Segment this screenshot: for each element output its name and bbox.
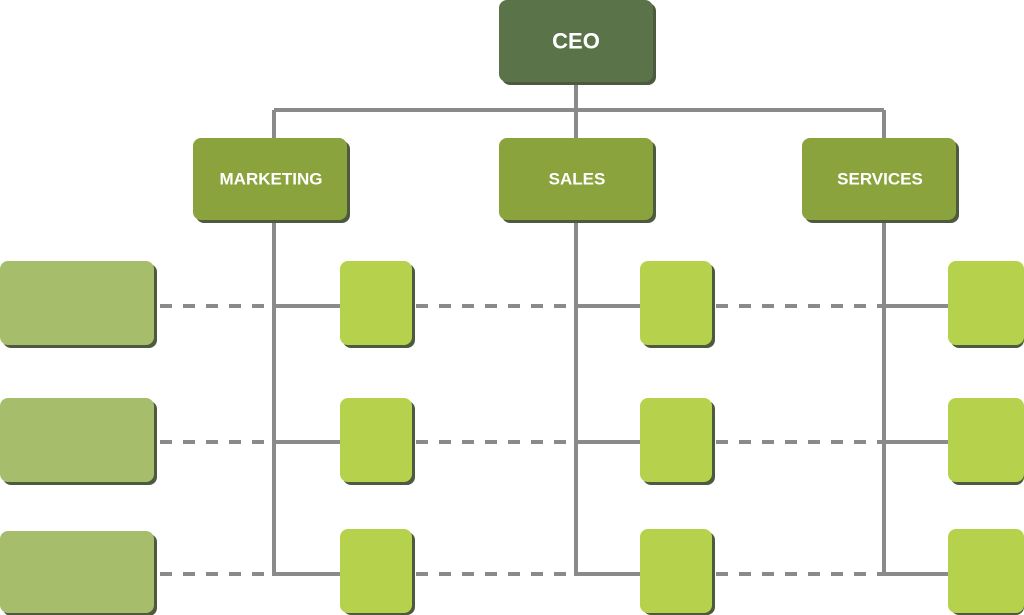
department-node-box — [499, 138, 653, 220]
team-box-services-3 — [948, 529, 1024, 613]
department-node-sales: SALES — [499, 138, 656, 223]
team-box-sales-1 — [640, 261, 712, 345]
team-box-services-2 — [948, 398, 1024, 482]
ceo-node-box — [499, 0, 653, 82]
team-box-marketing-3 — [340, 529, 412, 613]
ceo-label: CEO — [552, 29, 600, 54]
ceo-node: CEO — [499, 0, 656, 85]
dashed-row-lines — [160, 304, 884, 576]
team-box-services-1 — [948, 261, 1024, 345]
team-boxes — [340, 261, 1024, 615]
department-label-marketing: MARKETING — [220, 170, 323, 189]
department-node-box — [193, 138, 347, 220]
team-box-marketing-2 — [340, 398, 412, 482]
row-box-1 — [0, 261, 154, 345]
team-box-sales-2 — [640, 398, 712, 482]
row-box-2 — [0, 398, 154, 482]
department-node-box — [802, 138, 956, 220]
connector-lines — [272, 82, 948, 576]
department-label-sales: SALES — [549, 170, 606, 189]
team-box-sales-3 — [640, 529, 712, 613]
team-box-marketing-1 — [340, 261, 412, 345]
row-box-3 — [0, 531, 154, 613]
department-node-marketing: MARKETING — [193, 138, 350, 223]
row-boxes — [0, 261, 157, 615]
department-node-services: SERVICES — [802, 138, 959, 223]
department-label-services: SERVICES — [837, 170, 923, 189]
